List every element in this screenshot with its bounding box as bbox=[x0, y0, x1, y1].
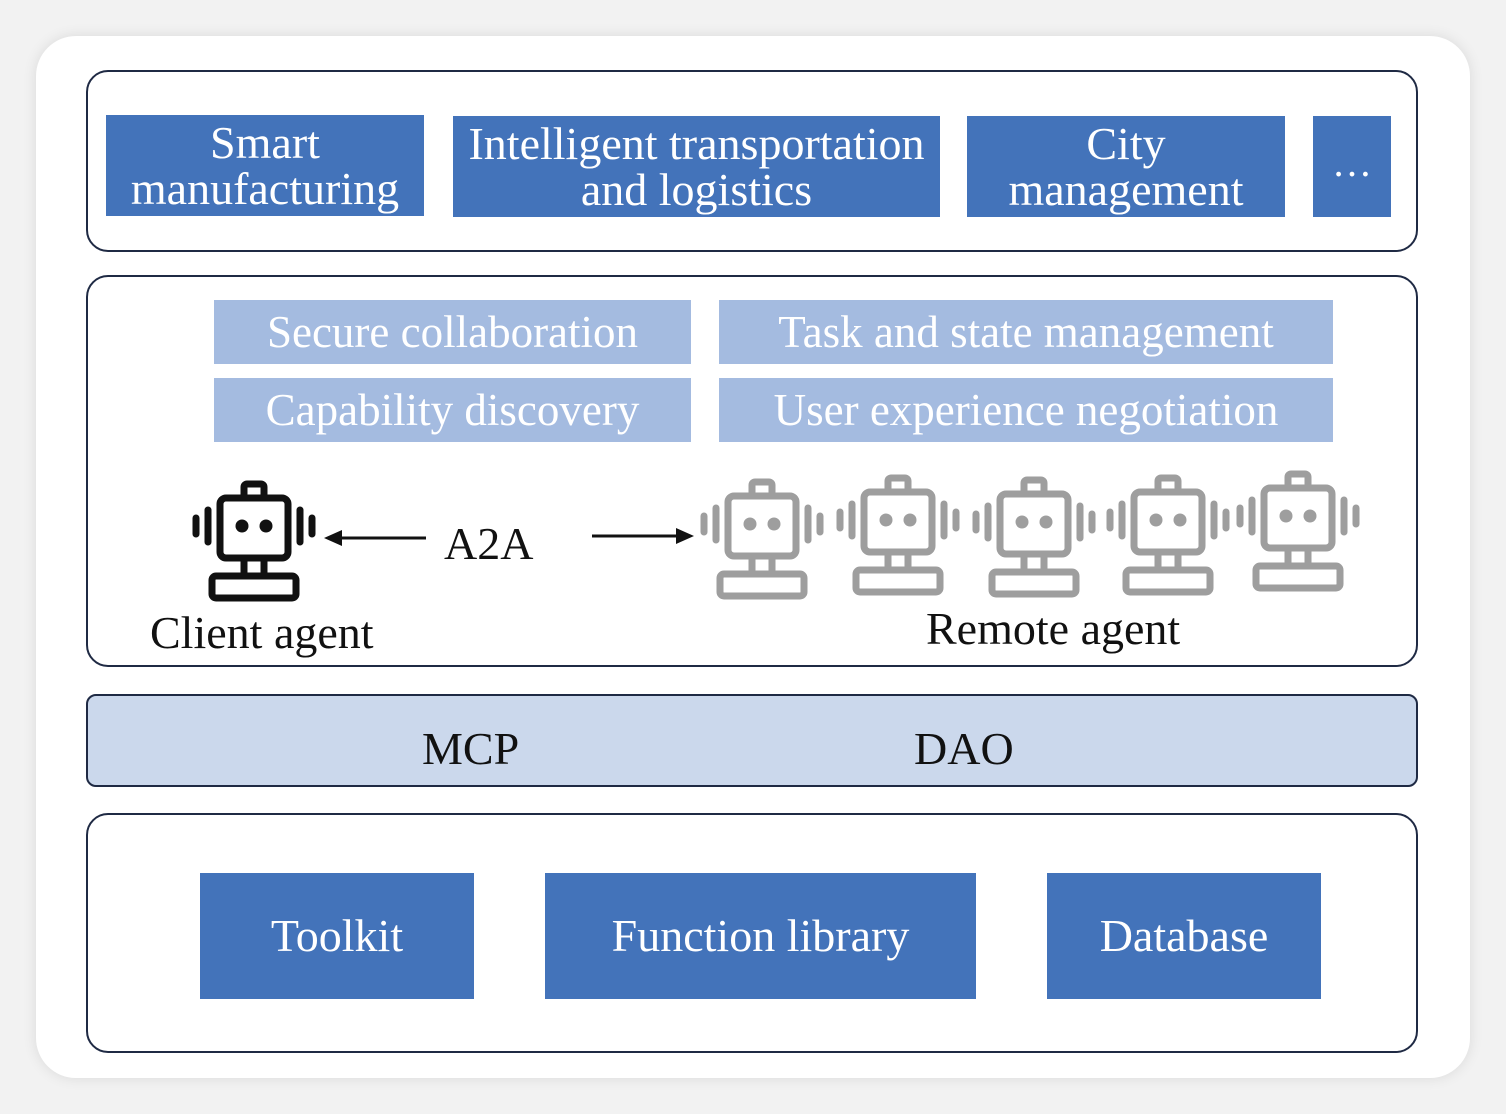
remote-robot-icon bbox=[836, 474, 960, 596]
remote-robot-icon bbox=[700, 478, 824, 600]
mcp-label: MCP bbox=[422, 723, 520, 774]
remote-agent-label: Remote agent bbox=[926, 603, 1181, 654]
app-smart-manufacturing: Smart manufacturing bbox=[106, 115, 424, 216]
resource-toolkit: Toolkit bbox=[200, 873, 474, 999]
a2a-label: A2A bbox=[444, 518, 534, 569]
app-more: … bbox=[1313, 116, 1391, 217]
app-transportation-logistics: Intelligent transportation and logistics bbox=[453, 116, 940, 217]
feature-task-state-management: Task and state management bbox=[719, 300, 1333, 364]
resource-function-library: Function library bbox=[545, 873, 976, 999]
client-agent-label: Client agent bbox=[150, 607, 374, 658]
app-city-management: City management bbox=[967, 116, 1285, 217]
arrow-left-icon bbox=[324, 530, 426, 546]
feature-user-experience-negotiation: User experience negotiation bbox=[719, 378, 1333, 442]
arrow-right-icon bbox=[592, 528, 694, 544]
remote-robot-icon bbox=[1236, 470, 1360, 592]
feature-secure-collaboration: Secure collaboration bbox=[214, 300, 691, 364]
feature-capability-discovery: Capability discovery bbox=[214, 378, 691, 442]
protocol-band bbox=[86, 694, 1418, 787]
resource-database: Database bbox=[1047, 873, 1321, 999]
remote-robot-icon bbox=[1106, 474, 1230, 596]
remote-robot-icon bbox=[972, 476, 1096, 598]
client-robot-icon bbox=[192, 480, 316, 602]
dao-label: DAO bbox=[914, 723, 1014, 774]
